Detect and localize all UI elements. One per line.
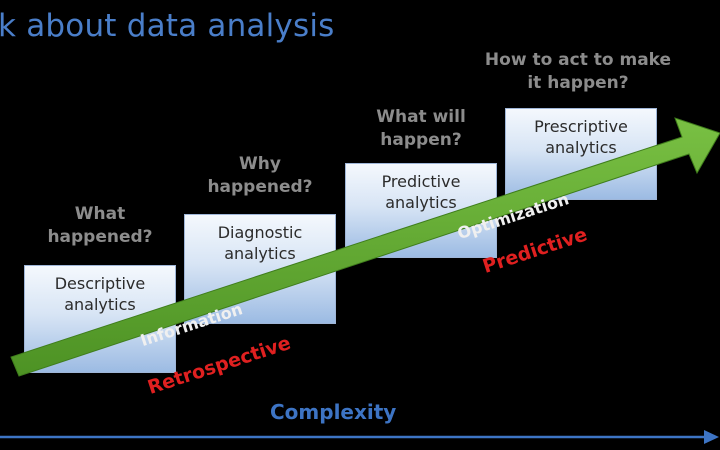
slide-title: k about data analysis [0, 8, 335, 44]
question-what-happened: What happened? [47, 204, 153, 247]
question-why-happened: Why happened? [207, 154, 313, 197]
question-what-will-happen: What will happen? [376, 107, 466, 150]
complexity-axis-arrowhead [704, 430, 719, 444]
complexity-axis-label: Complexity [270, 400, 397, 424]
diagnostic-analytics-label: Diagnostic analytics [217, 223, 303, 263]
complexity-axis-arrow [0, 430, 719, 444]
prescriptive-analytics-label: Prescriptive analytics [534, 117, 628, 157]
question-how-to-act: How to act to make it happen? [484, 50, 672, 93]
growth-arrow-shape [10, 117, 720, 377]
predictive-analytics-label: Predictive analytics [381, 172, 461, 212]
descriptive-analytics-label: Descriptive analytics [54, 274, 146, 314]
